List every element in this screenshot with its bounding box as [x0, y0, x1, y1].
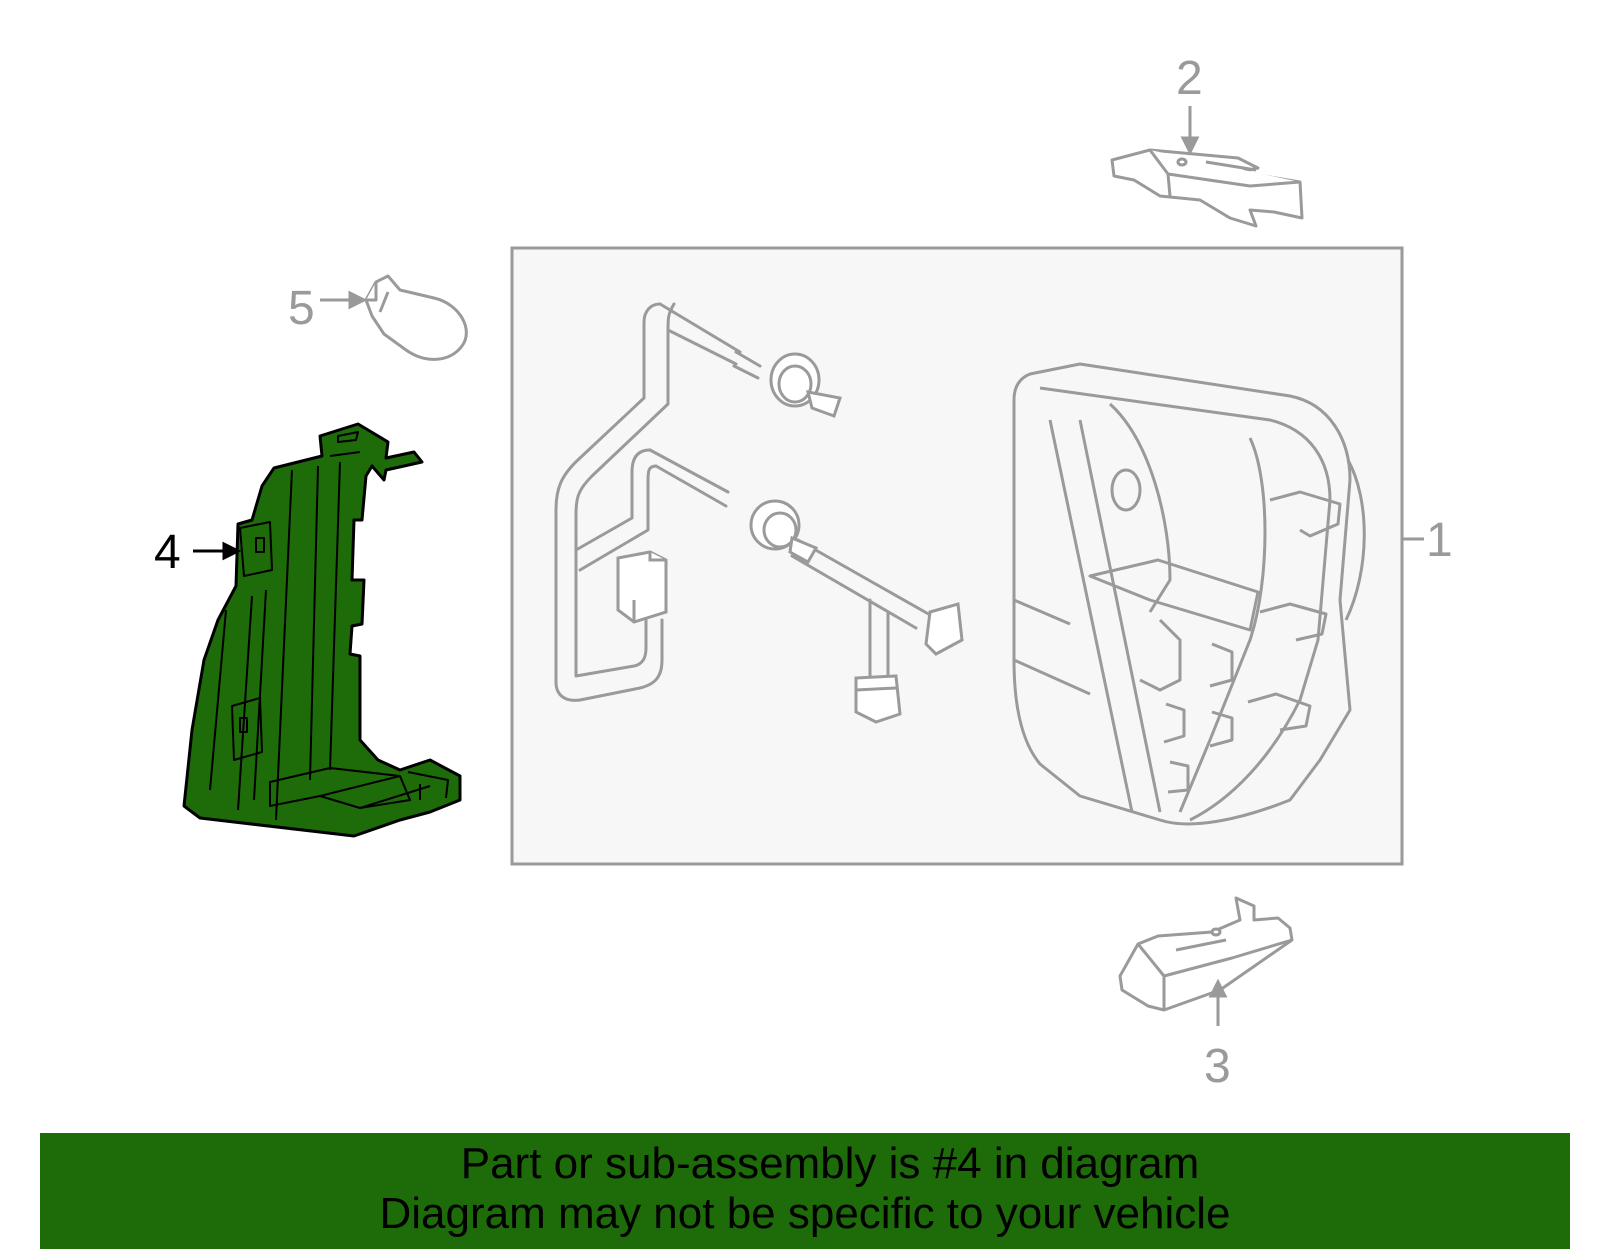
wiring-harness	[554, 302, 934, 702]
highlighted-part-4	[182, 422, 462, 838]
info-banner: Part or sub-assembly is #4 in diagram Di…	[40, 1133, 1570, 1249]
callout-5: 5	[288, 282, 315, 335]
upper-bracket	[1110, 148, 1304, 228]
bulb	[364, 274, 468, 361]
bulb-socket-upper	[769, 352, 842, 418]
banner-line-disclaimer: Diagram may not be specific to your vehi…	[379, 1189, 1231, 1238]
harness-connectors	[616, 550, 964, 724]
lower-bracket	[1118, 896, 1294, 1012]
banner-line-part: Part or sub-assembly is #4 in diagram	[460, 1139, 1200, 1188]
callout-leaders	[320, 106, 1424, 1026]
callout-1: 1	[1426, 514, 1453, 567]
callout-3: 3	[1204, 1040, 1231, 1093]
bulb-socket-lower	[749, 499, 819, 565]
callout-leader-4	[193, 541, 242, 561]
callout-4: 4	[154, 526, 181, 579]
tail-lamp-housing	[1012, 362, 1366, 826]
callout-2: 2	[1176, 52, 1203, 105]
